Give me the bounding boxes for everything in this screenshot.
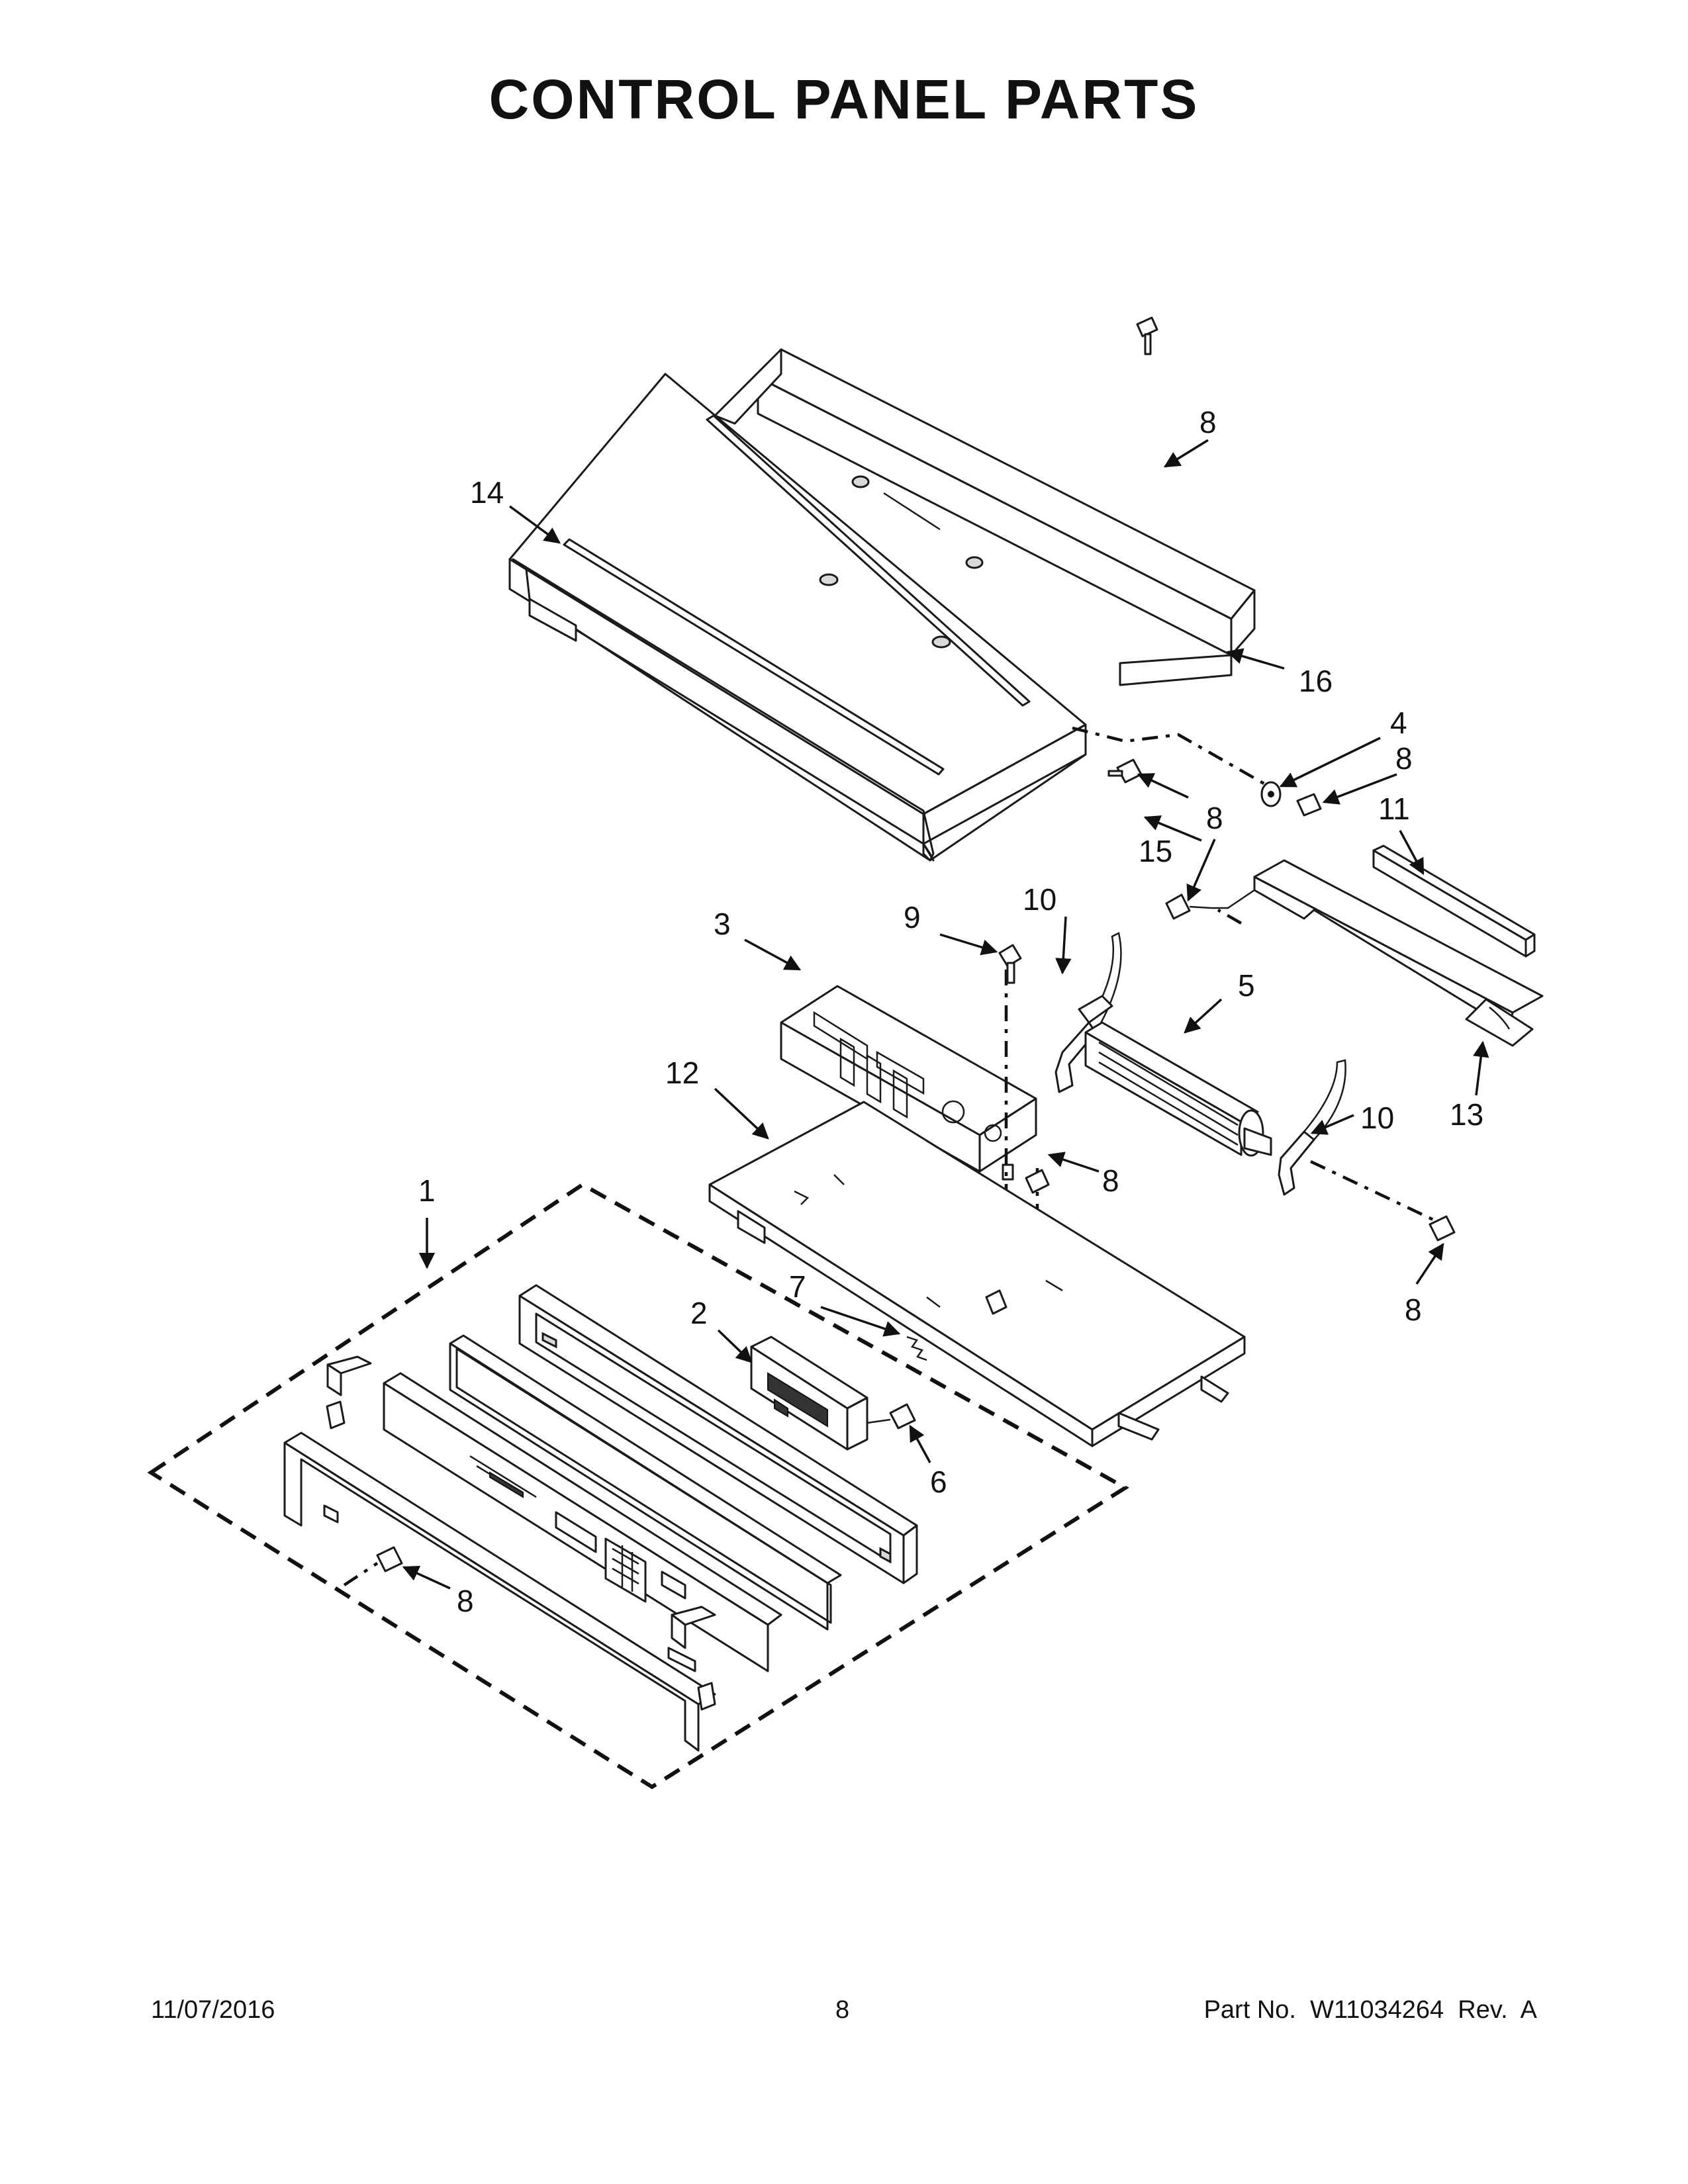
page-title: CONTROL PANEL PARTS — [489, 68, 1199, 130]
callout-15: 15 — [1139, 834, 1172, 868]
callout-8-top: 8 — [1199, 405, 1217, 439]
end-cap-pads — [326, 1355, 716, 1711]
part-5-blower-fan — [1078, 995, 1272, 1157]
callout-12: 12 — [665, 1056, 699, 1090]
callout-8-washer: 8 — [1395, 741, 1413, 776]
control-panel-gasket — [449, 1334, 842, 1631]
callout-5: 5 — [1238, 968, 1255, 1003]
part-7-spring — [906, 1336, 927, 1361]
part-16-rear-shroud — [714, 348, 1256, 686]
callout-8-right: 8 — [1405, 1293, 1422, 1327]
callout-4: 4 — [1390, 705, 1407, 740]
callout-labels: 8 14 16 4 8 11 8 15 3 9 10 5 12 13 10 8 … — [418, 405, 1483, 1618]
footer-part-number: Part No. W11034264 Rev. A — [1203, 1996, 1537, 2024]
callout-14: 14 — [470, 475, 504, 510]
callout-7: 7 — [789, 1269, 806, 1304]
control-panel-glass — [383, 1372, 782, 1672]
callout-10-bottom: 10 — [1360, 1101, 1394, 1135]
callout-8-cover: 8 — [1206, 801, 1223, 835]
callout-leaders — [402, 439, 1489, 1590]
part-15-top-cover — [508, 373, 1087, 862]
callout-11: 11 — [1378, 792, 1410, 826]
part-3-control-board — [780, 985, 1037, 1181]
control-panel-frame — [518, 1284, 918, 1584]
callout-8-mid: 8 — [1102, 1163, 1119, 1198]
callout-8-bottom: 8 — [457, 1584, 474, 1618]
part-10-clip-bottom — [1278, 1059, 1346, 1196]
callout-16: 16 — [1299, 664, 1333, 698]
callout-2: 2 — [690, 1296, 708, 1330]
callout-9: 9 — [904, 900, 921, 934]
callout-13: 13 — [1450, 1097, 1483, 1132]
part-2-display-board — [750, 1336, 868, 1451]
part-12-mounting-plate — [708, 1101, 1246, 1447]
control-panel-trim — [283, 1432, 716, 1752]
footer-date: 11/07/2016 — [151, 1996, 275, 2024]
callout-3: 3 — [714, 907, 731, 941]
callout-6: 6 — [930, 1465, 947, 1499]
callout-1: 1 — [418, 1173, 436, 1208]
footer-page-number: 8 — [835, 1996, 850, 2024]
callout-10-top: 10 — [1023, 882, 1056, 917]
part-13-bracket — [1253, 859, 1544, 1047]
part-1-assembly-outline — [147, 1182, 1129, 1790]
